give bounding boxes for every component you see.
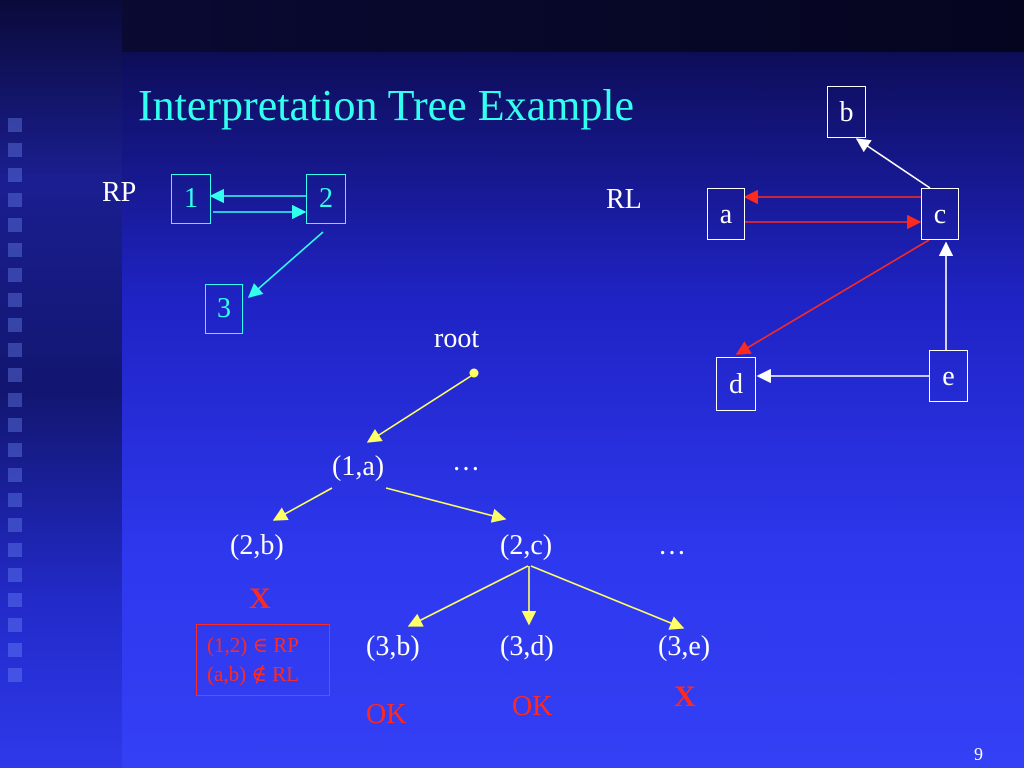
tree-node-1a: (1,a) — [332, 451, 385, 482]
edge-c-to-d — [735, 239, 930, 355]
slide-title: Interpretation Tree Example — [138, 81, 635, 130]
rl-node-b: b — [827, 86, 866, 138]
left-decor-squares — [6, 118, 28, 693]
tree-node-3b: (3,b) — [366, 631, 420, 662]
condition-line-2: (a,b) ∉ RL — [207, 662, 299, 686]
result-3e-reject-mark: X — [674, 680, 696, 713]
tree-edge-root-1a — [366, 375, 472, 443]
tree-level1-ellipsis: … — [452, 446, 480, 477]
rl-node-e: e — [929, 350, 968, 402]
rl-node-a: a — [707, 188, 745, 240]
tree-edge-2c-3e — [530, 565, 685, 630]
result-2b-reject-mark: X — [249, 582, 271, 615]
tree-root-label: root — [434, 323, 480, 354]
tree-node-2b: (2,b) — [230, 530, 284, 561]
rp-node-2: 2 — [306, 174, 346, 224]
tree-edge-2c-3b — [407, 565, 529, 627]
tree-level2-ellipsis: … — [658, 530, 686, 561]
tree-node-3e: (3,e) — [658, 631, 711, 662]
edge-c-to-b — [855, 138, 931, 189]
rl-node-d: d — [716, 357, 756, 411]
left-decor-strip — [0, 0, 122, 768]
tree-node-2c: (2,c) — [500, 530, 553, 561]
rp-node-3: 3 — [205, 284, 243, 334]
tree-edge-1a-2c — [385, 487, 507, 523]
rp-node-1: 1 — [171, 174, 211, 224]
root-dot — [469, 368, 479, 378]
result-3d-ok: OK — [512, 691, 553, 722]
rl-label: RL — [606, 184, 642, 215]
top-band — [0, 0, 1024, 52]
condition-line-1: (1,2) ∈ RP — [207, 633, 299, 657]
edge-2-to-3 — [247, 231, 324, 298]
slide-number: 9 — [974, 744, 983, 764]
rejection-condition-box: (1,2) ∈ RP (a,b) ∉ RL — [196, 624, 330, 696]
tree-node-3d: (3,d) — [500, 631, 554, 662]
rl-node-c: c — [921, 188, 959, 240]
tree-edge-1a-2b — [272, 487, 333, 521]
result-3b-ok: OK — [366, 699, 407, 730]
rp-label: RP — [102, 177, 137, 208]
